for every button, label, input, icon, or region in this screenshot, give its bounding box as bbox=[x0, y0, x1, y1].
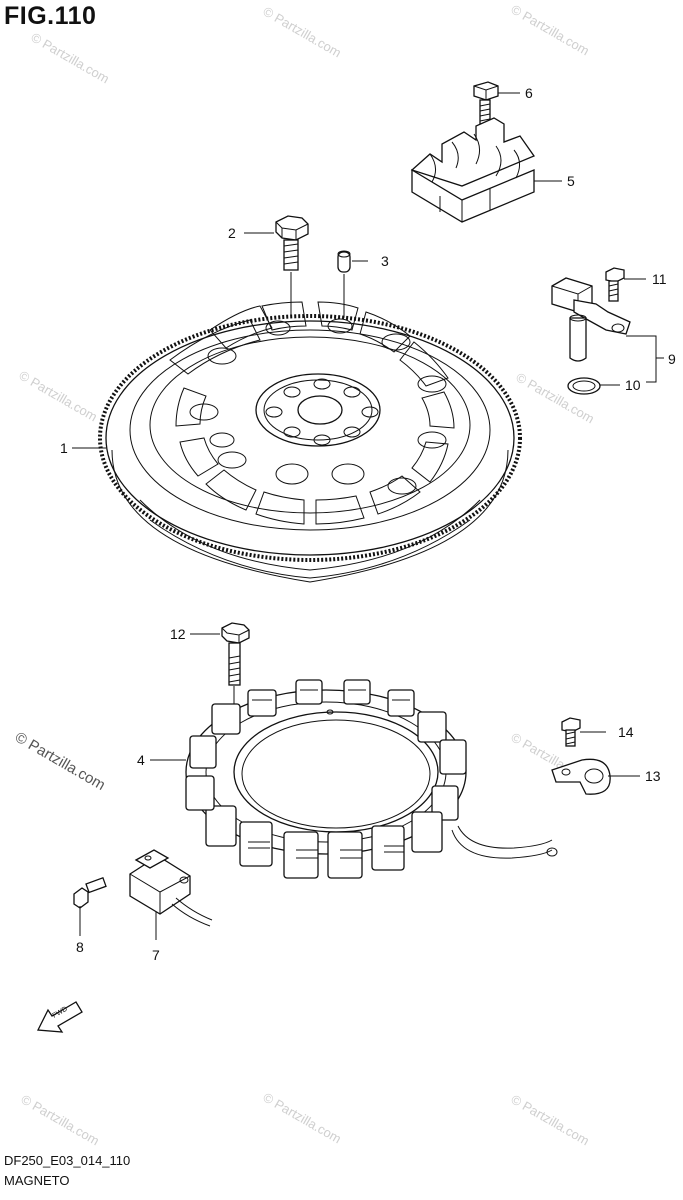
callout-labels: 1 2 3 4 5 6 7 8 9 10 11 12 13 14 bbox=[60, 85, 676, 963]
watermark: © Partzilla.com bbox=[261, 1090, 344, 1147]
callout-14: 14 bbox=[618, 724, 634, 740]
watermark: © Partzilla.com bbox=[29, 30, 112, 87]
callout-3: 3 bbox=[381, 253, 389, 269]
callout-5: 5 bbox=[567, 173, 575, 189]
flywheel-part bbox=[72, 301, 522, 583]
cable-holder-part bbox=[410, 117, 562, 223]
watermark-primary: © Partzilla.com bbox=[12, 729, 108, 794]
watermarks: © Partzilla.com © Partzilla.com © Partzi… bbox=[12, 2, 597, 1149]
pulser-screw-part bbox=[73, 877, 107, 936]
callout-2: 2 bbox=[228, 225, 236, 241]
figure-code: DF250_E03_014_110 bbox=[4, 1153, 131, 1168]
stator-part bbox=[150, 679, 558, 879]
holder-bolt-part bbox=[473, 81, 520, 125]
callout-9: 9 bbox=[668, 351, 676, 367]
callout-1: 1 bbox=[60, 440, 68, 456]
sensor-part bbox=[551, 267, 664, 395]
callout-11: 11 bbox=[652, 271, 667, 287]
callout-10: 10 bbox=[625, 377, 641, 393]
flywheel-pockets bbox=[189, 318, 447, 495]
watermark: © Partzilla.com bbox=[261, 4, 344, 61]
pulser-coil-part bbox=[129, 849, 213, 940]
stator-coils bbox=[185, 679, 467, 879]
watermark: © Partzilla.com bbox=[19, 1092, 102, 1149]
figure-title: FIG.110 bbox=[4, 2, 97, 30]
watermark: © Partzilla.com bbox=[509, 1092, 592, 1149]
callout-4: 4 bbox=[137, 752, 145, 768]
clamp-part bbox=[551, 717, 640, 795]
coil-windings bbox=[248, 689, 410, 859]
watermark: © Partzilla.com bbox=[17, 368, 100, 425]
callout-6: 6 bbox=[525, 85, 533, 101]
figure-name: MAGNETO bbox=[4, 1173, 70, 1188]
fwd-arrow: FWD bbox=[36, 1001, 83, 1033]
callout-8: 8 bbox=[76, 939, 84, 955]
callout-7: 7 bbox=[152, 947, 160, 963]
callout-13: 13 bbox=[645, 768, 661, 784]
callout-12: 12 bbox=[170, 626, 186, 642]
watermark: © Partzilla.com bbox=[509, 2, 592, 59]
